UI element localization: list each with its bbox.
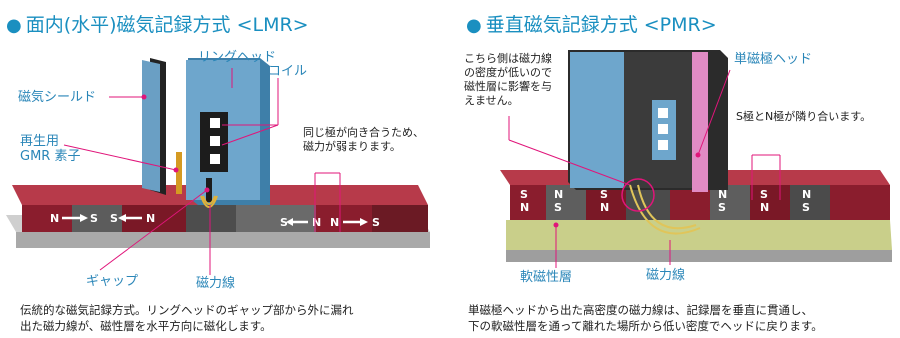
svg-text:S: S [520,188,528,201]
magnetic-shield [142,60,160,192]
pmr-title: ●垂直磁気記録方式 <PMR> [466,10,717,37]
platter-side [16,232,430,248]
lmr-title: ●面内(水平)磁気記録方式 <LMR> [6,10,309,37]
lmr-illustration: N S S N S N N S [6,58,430,275]
pmr-note-4: えません。 [464,94,519,107]
lmr-caption-2: 出た磁力線が、磁性層を水平方向に磁化します。 [20,319,272,333]
svg-text:N: N [330,216,339,229]
svg-text:S: S [110,212,118,225]
label-shield: 磁気シールド [18,90,97,105]
return-pole [570,52,624,188]
soft-magnetic-layer [506,220,892,250]
coil-turn [210,118,220,128]
coil-turn [210,154,220,164]
label-flux: 磁力線 [196,276,236,291]
svg-text:N: N [760,201,769,214]
single-pole-head [692,52,708,192]
highlight-circle [621,178,655,212]
gmr-element [176,152,182,194]
svg-text:S: S [600,188,608,201]
bullet-icon: ● [6,15,22,36]
svg-text:N: N [312,216,321,229]
pmr-note-right: S極とN極が隣り合います。 [736,110,872,123]
leader-lines [63,68,279,275]
pmr-note-1: こちら側は磁力線 [464,52,552,65]
pmr-leader-lines [508,69,781,268]
svg-text:N: N [554,188,563,201]
svg-text:N: N [50,212,59,225]
svg-text:S: S [90,212,98,225]
svg-text:N: N [802,188,811,201]
pmr-caption-1: 単磁極ヘッドから出た高密度の磁力線は、記録層を垂直に貫通し、 [468,303,813,317]
note-bracket [314,172,341,232]
pmr-title-text: 垂直磁気記録方式 <PMR> [485,14,717,36]
svg-text:S: S [554,201,562,214]
bullet-icon: ● [466,15,482,36]
pmr-flux-lines-icon [637,184,697,230]
label-ring-head: リングヘッド [198,50,277,65]
pmr-illustration: SN NS SN NS SN NS [500,50,892,268]
svg-text:N: N [718,188,727,201]
svg-text:S: S [372,216,380,229]
label-single-pole-head: 単磁極ヘッド [734,52,813,67]
label-pmr-flux: 磁力線 [646,268,686,283]
pmr-note-2: の密度が低いので [464,66,552,79]
svg-text:N: N [146,212,155,225]
flux-lines-icon [200,195,218,208]
lmr-note-2: 磁力が弱まります。 [303,140,401,153]
svg-text:S: S [802,201,810,214]
label-gmr-1: 再生用 [20,134,60,149]
svg-text:S: S [280,216,288,229]
lmr-note-1: 同じ極が向き合うため、 [303,126,424,139]
svg-text:S: S [718,201,726,214]
pmr-caption-2: 下の軟磁性層を通って離れた場所から低い密度でヘッドに戻ります。 [468,319,823,333]
coil-turn [210,136,220,146]
lmr-caption-1: 伝統的な磁気記録方式。リングヘッドのギャップ部から外に漏れ [20,303,354,317]
label-soft-magnetic-layer: 軟磁性層 [520,270,573,285]
lmr-panel: N S S N S N N S ●面内(水平)磁気記録方式 <LMR> [0,0,440,338]
svg-text:S: S [760,188,768,201]
label-gap: ギャップ [86,274,139,289]
label-coil: コイル [268,64,308,79]
svg-text:N: N [600,201,609,214]
label-gmr-2: GMR 素子 [20,149,81,164]
svg-text:N: N [520,201,529,214]
pmr-note-3: 磁性層に影響を与 [464,80,552,93]
lmr-title-text: 面内(水平)磁気記録方式 <LMR> [25,14,309,36]
